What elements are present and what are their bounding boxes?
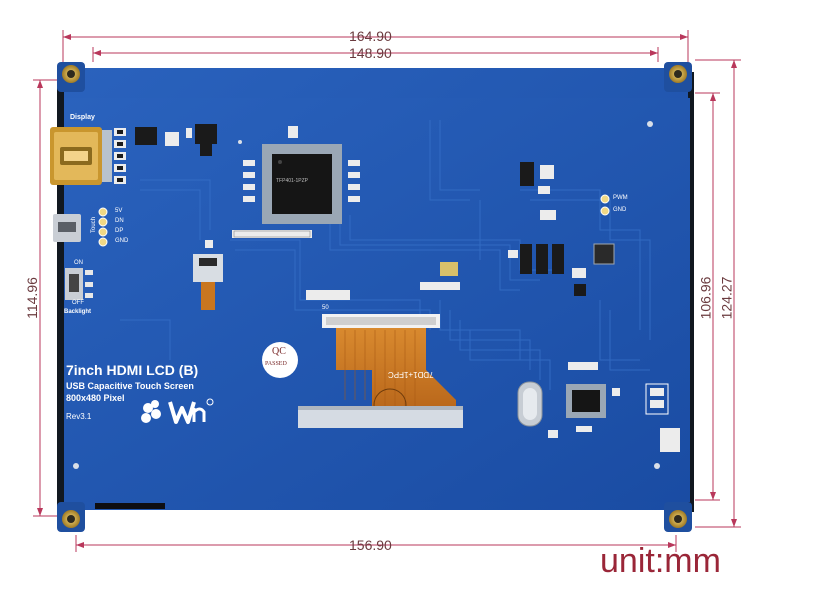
touch-label: Touch: [91, 216, 98, 234]
dimension-lines: [33, 30, 741, 552]
passives-lower-right: [548, 362, 680, 452]
ic-right-2: [540, 165, 554, 179]
power-section: [508, 243, 615, 296]
unit-label: unit:mm: [600, 542, 721, 580]
pwm-label: PWM: [613, 195, 628, 201]
power-component: [193, 240, 223, 310]
ic-right-1: [520, 162, 534, 186]
usb-pin-pads: [98, 207, 108, 247]
crystal: [517, 381, 543, 427]
product-subtitle: USB Capacitive Touch Screen: [66, 381, 194, 391]
mounting-holes: [62, 65, 687, 528]
chip-marking: TFP401-1PZP: [276, 178, 308, 184]
dimension-bottom: 156.90: [349, 537, 392, 553]
main-chip: [262, 144, 342, 224]
touch-controller-ic: [566, 384, 606, 418]
pwm-pads: [600, 194, 610, 216]
brand-logo: [141, 398, 214, 424]
backlight-label: Backlight: [64, 309, 92, 315]
pcb-traces: [120, 120, 651, 390]
qc-sticker: [262, 342, 298, 378]
product-title: 7inch HDMI LCD (B): [66, 362, 199, 378]
connector-pin-label: 50: [322, 305, 329, 311]
display-label: Display: [70, 114, 95, 121]
qc-passed-text: PASSED: [265, 361, 287, 367]
pin-label-gnd: GND: [115, 238, 129, 244]
dimension-top-inner: 148.90: [349, 45, 392, 61]
vias: [73, 121, 660, 469]
dimension-arrows: [37, 34, 737, 548]
regulator-ic: [195, 124, 217, 144]
passives-main: [232, 126, 360, 238]
switch-on-label: ON: [74, 260, 83, 266]
dimension-right-inner: 106.96: [697, 276, 714, 320]
product-resolution: 800x480 Pixel: [66, 393, 125, 403]
resistor-array-hdmi: [114, 128, 126, 184]
qc-text: QC: [272, 346, 286, 357]
display-panel-edge: [298, 406, 463, 428]
backlight-switch: [65, 268, 93, 300]
hdmi-connector: [50, 127, 112, 185]
dimension-left: 114.96: [23, 277, 40, 319]
micro-usb-connector: [53, 214, 81, 242]
pin-label-5v: 5V: [115, 208, 123, 214]
fpc-connector: [322, 314, 440, 328]
fpc-cable: [336, 328, 456, 422]
test-pad-group: [645, 383, 669, 415]
pwm-gnd-label: GND: [613, 207, 627, 213]
resistors-mid: [306, 262, 460, 300]
revision-label: Rev3.1: [66, 412, 92, 421]
switch-off-label: OFF: [72, 300, 84, 306]
pin-label-dn: DN: [115, 218, 124, 224]
pin-label-dp: DP: [115, 228, 124, 234]
dimension-right-outer: 124.27: [718, 276, 735, 320]
capacitor-1: [165, 132, 179, 146]
fpc-label: 7DD1+1FPC: [388, 370, 434, 379]
dimension-top-outer: 164.90: [349, 28, 392, 44]
ic-small-1: [135, 127, 157, 145]
